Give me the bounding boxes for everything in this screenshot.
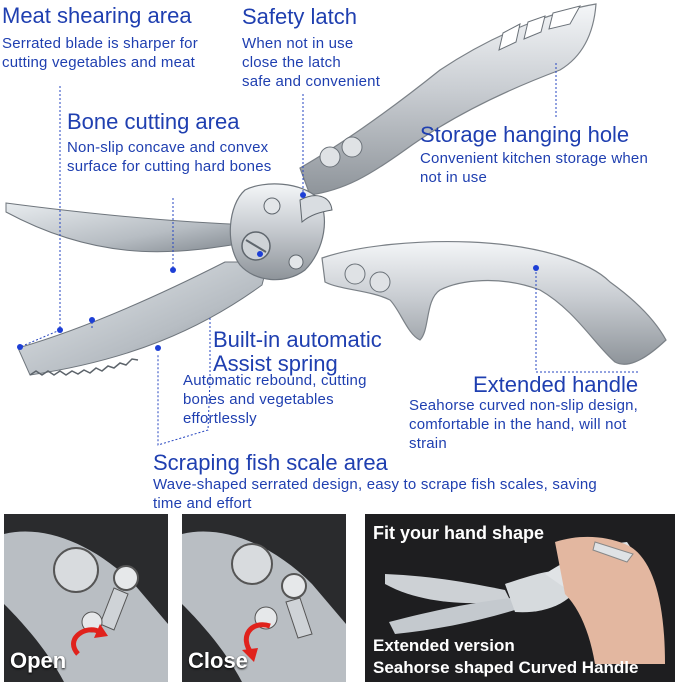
callout-title: Extended handle <box>473 372 639 397</box>
callout-desc: Serrated blade is sharper for <box>2 35 198 52</box>
callout-title: Bone cutting area <box>67 109 240 134</box>
kitchen-scissors-illustration <box>5 3 667 376</box>
serration-edge <box>29 358 139 376</box>
callout-desc: Non-slip concave and convex <box>67 139 269 156</box>
callout-desc: Convenient kitchen storage when <box>420 150 649 167</box>
callout-desc: When not in use <box>242 35 354 52</box>
callout-extended-handle: Extended handle <box>473 373 673 397</box>
callout-desc: time and effort <box>153 495 252 512</box>
callout-fish-scale: Scraping fish scale area Wave-shaped ser… <box>153 451 673 513</box>
callout-title: Assist spring <box>213 351 338 376</box>
latch-closed-illustration <box>182 514 346 682</box>
callout-title: Scraping fish scale area <box>153 450 388 475</box>
callout-title: Meat shearing area <box>2 3 192 28</box>
fit-caption-line1: Extended version <box>373 636 515 655</box>
hand-holding-scissors-illustration <box>365 514 675 682</box>
latch-knob <box>263 197 281 215</box>
callout-extended-handle-desc: Seahorse curved non-slip design, comfort… <box>409 396 677 453</box>
open-state-photo: Open <box>4 514 168 682</box>
callout-desc: close the latch <box>242 54 341 71</box>
callout-desc: Automatic rebound, cutting <box>183 372 367 389</box>
arrow-icon <box>71 627 102 656</box>
latch-open-illustration <box>4 514 168 682</box>
callout-safety-latch: Safety latch When not in use close the l… <box>242 5 442 91</box>
close-state-photo: Close <box>182 514 346 682</box>
callout-bone-cutting: Bone cutting area Non-slip concave and c… <box>67 110 317 176</box>
hand-fit-photo: Fit your hand shape Extended version Sea… <box>365 514 675 682</box>
callout-leaders <box>17 63 640 446</box>
fit-headline: Fit your hand shape <box>373 523 545 543</box>
upper-handle <box>299 3 597 196</box>
callout-desc: cutting vegetables and meat <box>2 54 196 71</box>
fit-caption-line2: Seahorse shaped Curved Handle <box>373 658 639 677</box>
callout-desc: not in use <box>420 169 488 186</box>
callout-desc: effortlessly <box>183 410 257 427</box>
safety-latch-part <box>299 195 333 224</box>
callout-desc: bones and vegetables <box>183 391 334 408</box>
callout-assist-spring-desc: Automatic rebound, cutting bones and veg… <box>183 371 383 428</box>
callout-desc: safe and convenient <box>242 73 381 90</box>
close-caption: Close <box>188 648 248 673</box>
callout-assist-spring: Built-in automatic Assist spring <box>213 328 413 376</box>
open-caption: Open <box>10 648 67 673</box>
lower-handle <box>321 240 667 365</box>
hanging-hole-slots <box>498 5 582 51</box>
callout-desc: Seahorse curved non-slip design, <box>409 397 639 414</box>
serrated-blade <box>17 261 269 376</box>
callout-desc: comfortable in the hand, will not <box>409 416 627 433</box>
callout-meat-shearing: Meat shearing area Serrated blade is sha… <box>2 4 237 72</box>
callout-title: Storage hanging hole <box>420 122 630 147</box>
callout-desc: surface for cutting hard bones <box>67 158 272 175</box>
callout-desc: strain <box>409 435 447 452</box>
callout-desc: Wave-shaped serrated design, easy to scr… <box>153 476 597 493</box>
callout-storage-hole: Storage hanging hole Convenient kitchen … <box>420 123 678 187</box>
callout-title: Built-in automatic <box>213 327 382 352</box>
callout-title: Safety latch <box>242 4 357 29</box>
